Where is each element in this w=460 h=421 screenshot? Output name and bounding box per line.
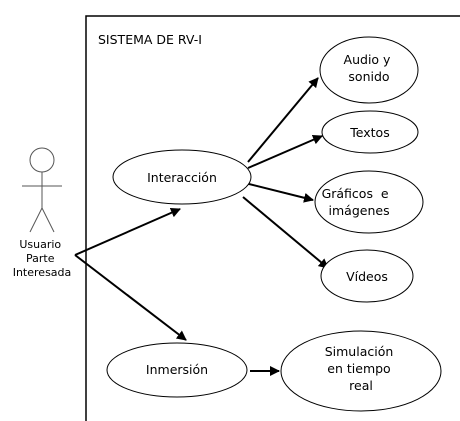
relation-interaccion-textos	[247, 134, 323, 169]
relation-actor-inmersion	[74, 254, 187, 341]
use-case-textos: Textos	[321, 110, 419, 154]
use-case-audio: Audio y sonido	[319, 36, 419, 104]
use-case-graficos: Gráficos e imágenes	[0, 0, 424, 234]
actor-label: Usuario Parte Interesada	[13, 238, 72, 279]
use-case-inmersion: Inmersión	[106, 342, 248, 398]
use-case-inmersion-label: Inmersión	[146, 362, 208, 377]
actor-figure-icon	[22, 147, 62, 233]
relations	[74, 77, 329, 376]
actor: Usuario Parte Interesada	[13, 147, 72, 279]
relation-actor-interaccion	[74, 208, 181, 256]
use-case-simulacion-label: Simulación en tiempo real	[325, 344, 398, 393]
relation-interaccion-graficos	[244, 182, 314, 203]
relation-interaccion-videos	[242, 196, 329, 269]
system-title: SISTEMA DE RV-I	[98, 32, 202, 47]
use-case-textos-label: Textos	[349, 125, 389, 140]
use-case-interaccion-label: Interacción	[147, 170, 217, 185]
use-case-graficos-label: Gráficos e imágenes	[0, 0, 416, 218]
system-boundary	[85, 15, 460, 421]
use-case-videos: Vídeos	[320, 249, 414, 303]
use-case-audio-label: Audio y sonido	[344, 52, 395, 84]
relation-interaccion-audio	[247, 77, 319, 163]
use-case-simulacion: Simulación en tiempo real	[280, 330, 442, 412]
use-case-interaccion: Interacción	[112, 149, 252, 205]
use-case-videos-label: Vídeos	[346, 269, 388, 284]
